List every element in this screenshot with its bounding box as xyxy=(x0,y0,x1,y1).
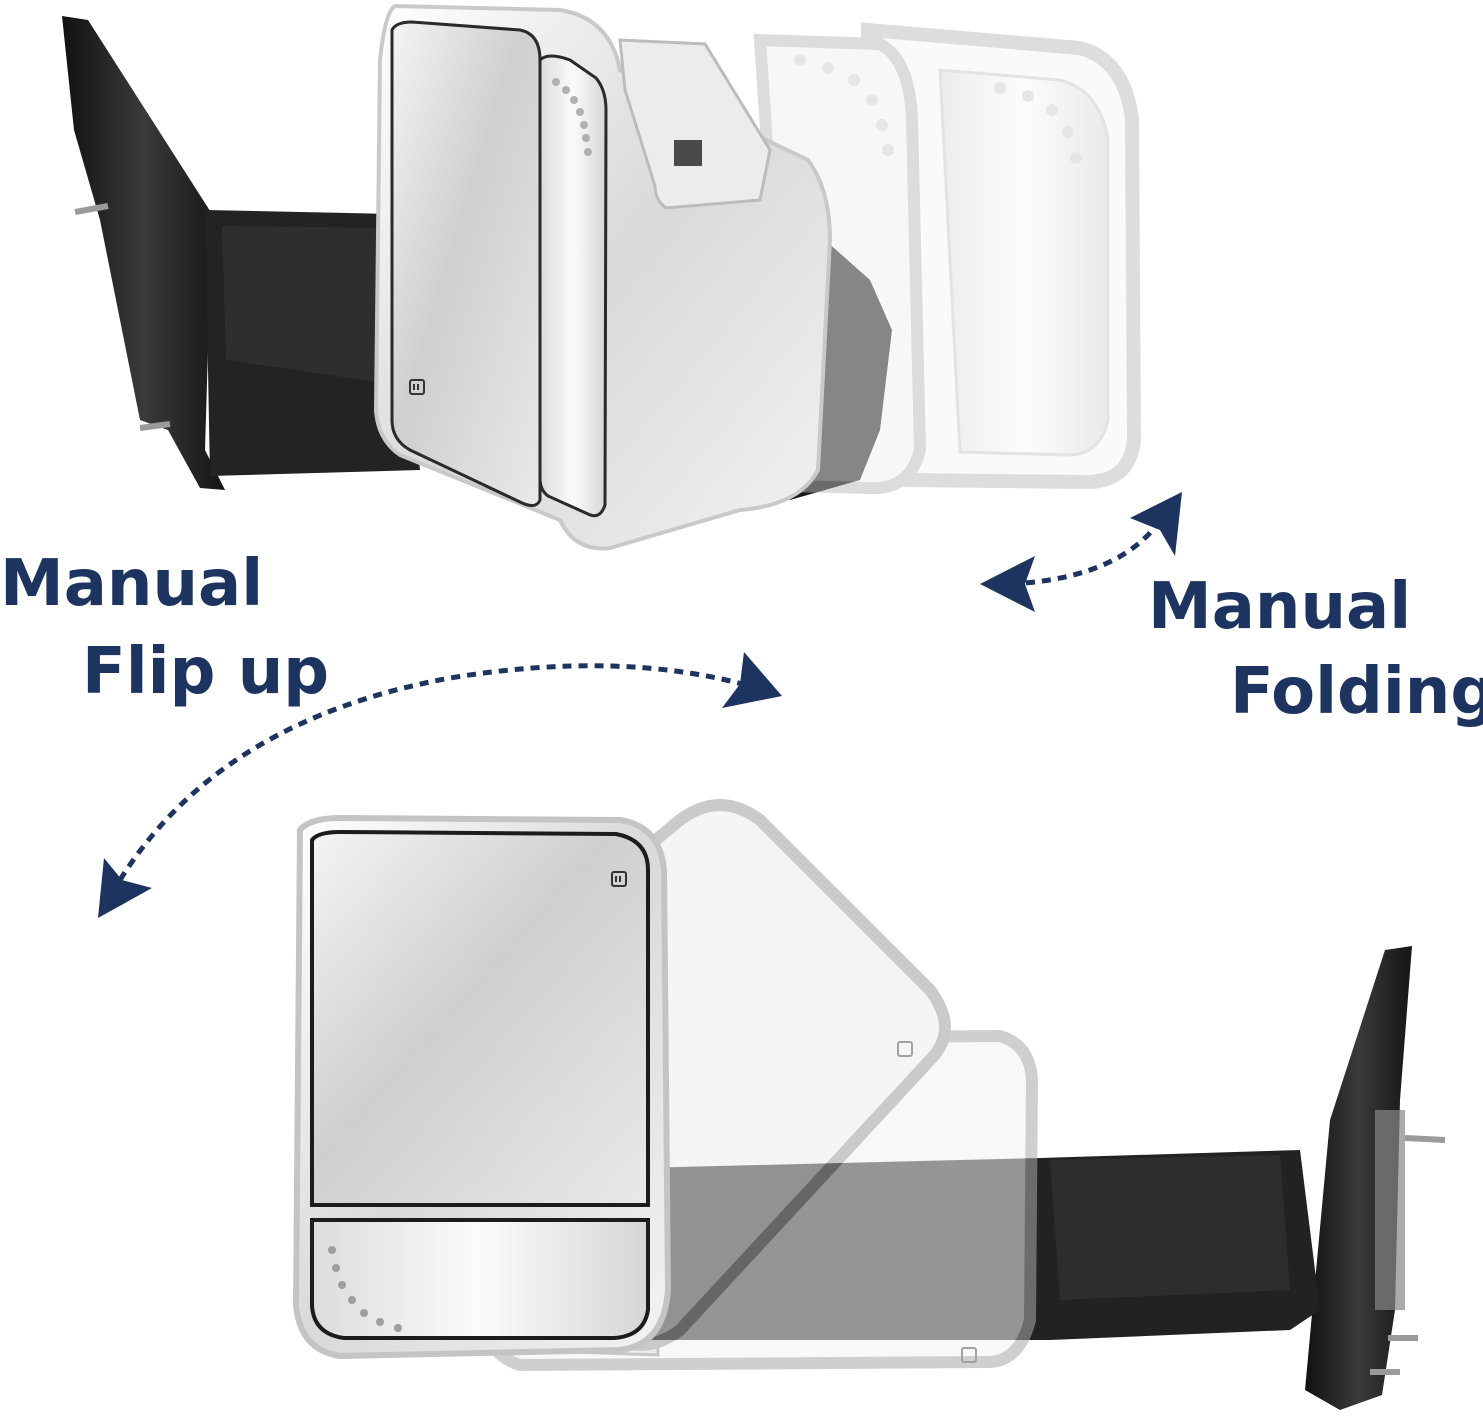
bottom-mirror-spotter-glass xyxy=(310,1218,650,1340)
ghost-heated-glass-icon xyxy=(897,1041,977,1363)
manual-flip-label-line2: Flip up xyxy=(82,635,330,709)
top-mirror-clearance-light xyxy=(618,38,772,210)
turn-signal-dots xyxy=(552,78,592,156)
bottom-mount-plate xyxy=(1375,1110,1405,1310)
bottom-mirror-main-glass xyxy=(310,829,650,1207)
folding-arrowhead-left xyxy=(980,556,1035,612)
flip-arrowhead-right xyxy=(722,652,782,708)
flip-arrowhead-left xyxy=(98,858,152,918)
manual-flip-label-line1: Manual xyxy=(0,547,264,621)
top-mount-bracket xyxy=(62,16,225,490)
heated-glass-icon xyxy=(409,379,425,395)
ghost-signal-dots xyxy=(794,54,1082,164)
bottom-heated-glass-icon xyxy=(611,871,627,887)
clearance-light-bulb xyxy=(674,140,702,166)
top-mount-bolt-upper xyxy=(74,203,109,215)
folding-arrowhead-right xyxy=(1130,492,1182,556)
folding-ghost-positions xyxy=(753,22,1142,495)
top-mount-bolt-lower xyxy=(139,421,171,431)
manual-folding-label-line1: Manual xyxy=(1148,570,1412,644)
bottom-mount-bolt-upper xyxy=(1404,1135,1446,1143)
bottom-mirror-assembly xyxy=(292,799,1446,1410)
top-mirror-spotter-glass xyxy=(538,54,608,518)
top-mirror-main-glass xyxy=(390,20,542,507)
bottom-turn-signal-dots xyxy=(328,1246,402,1332)
top-mirror-assembly xyxy=(62,3,1142,551)
folding-arrow xyxy=(980,492,1182,612)
flip-arrow xyxy=(98,652,782,918)
manual-folding-label-line2: Folding xyxy=(1230,655,1483,729)
